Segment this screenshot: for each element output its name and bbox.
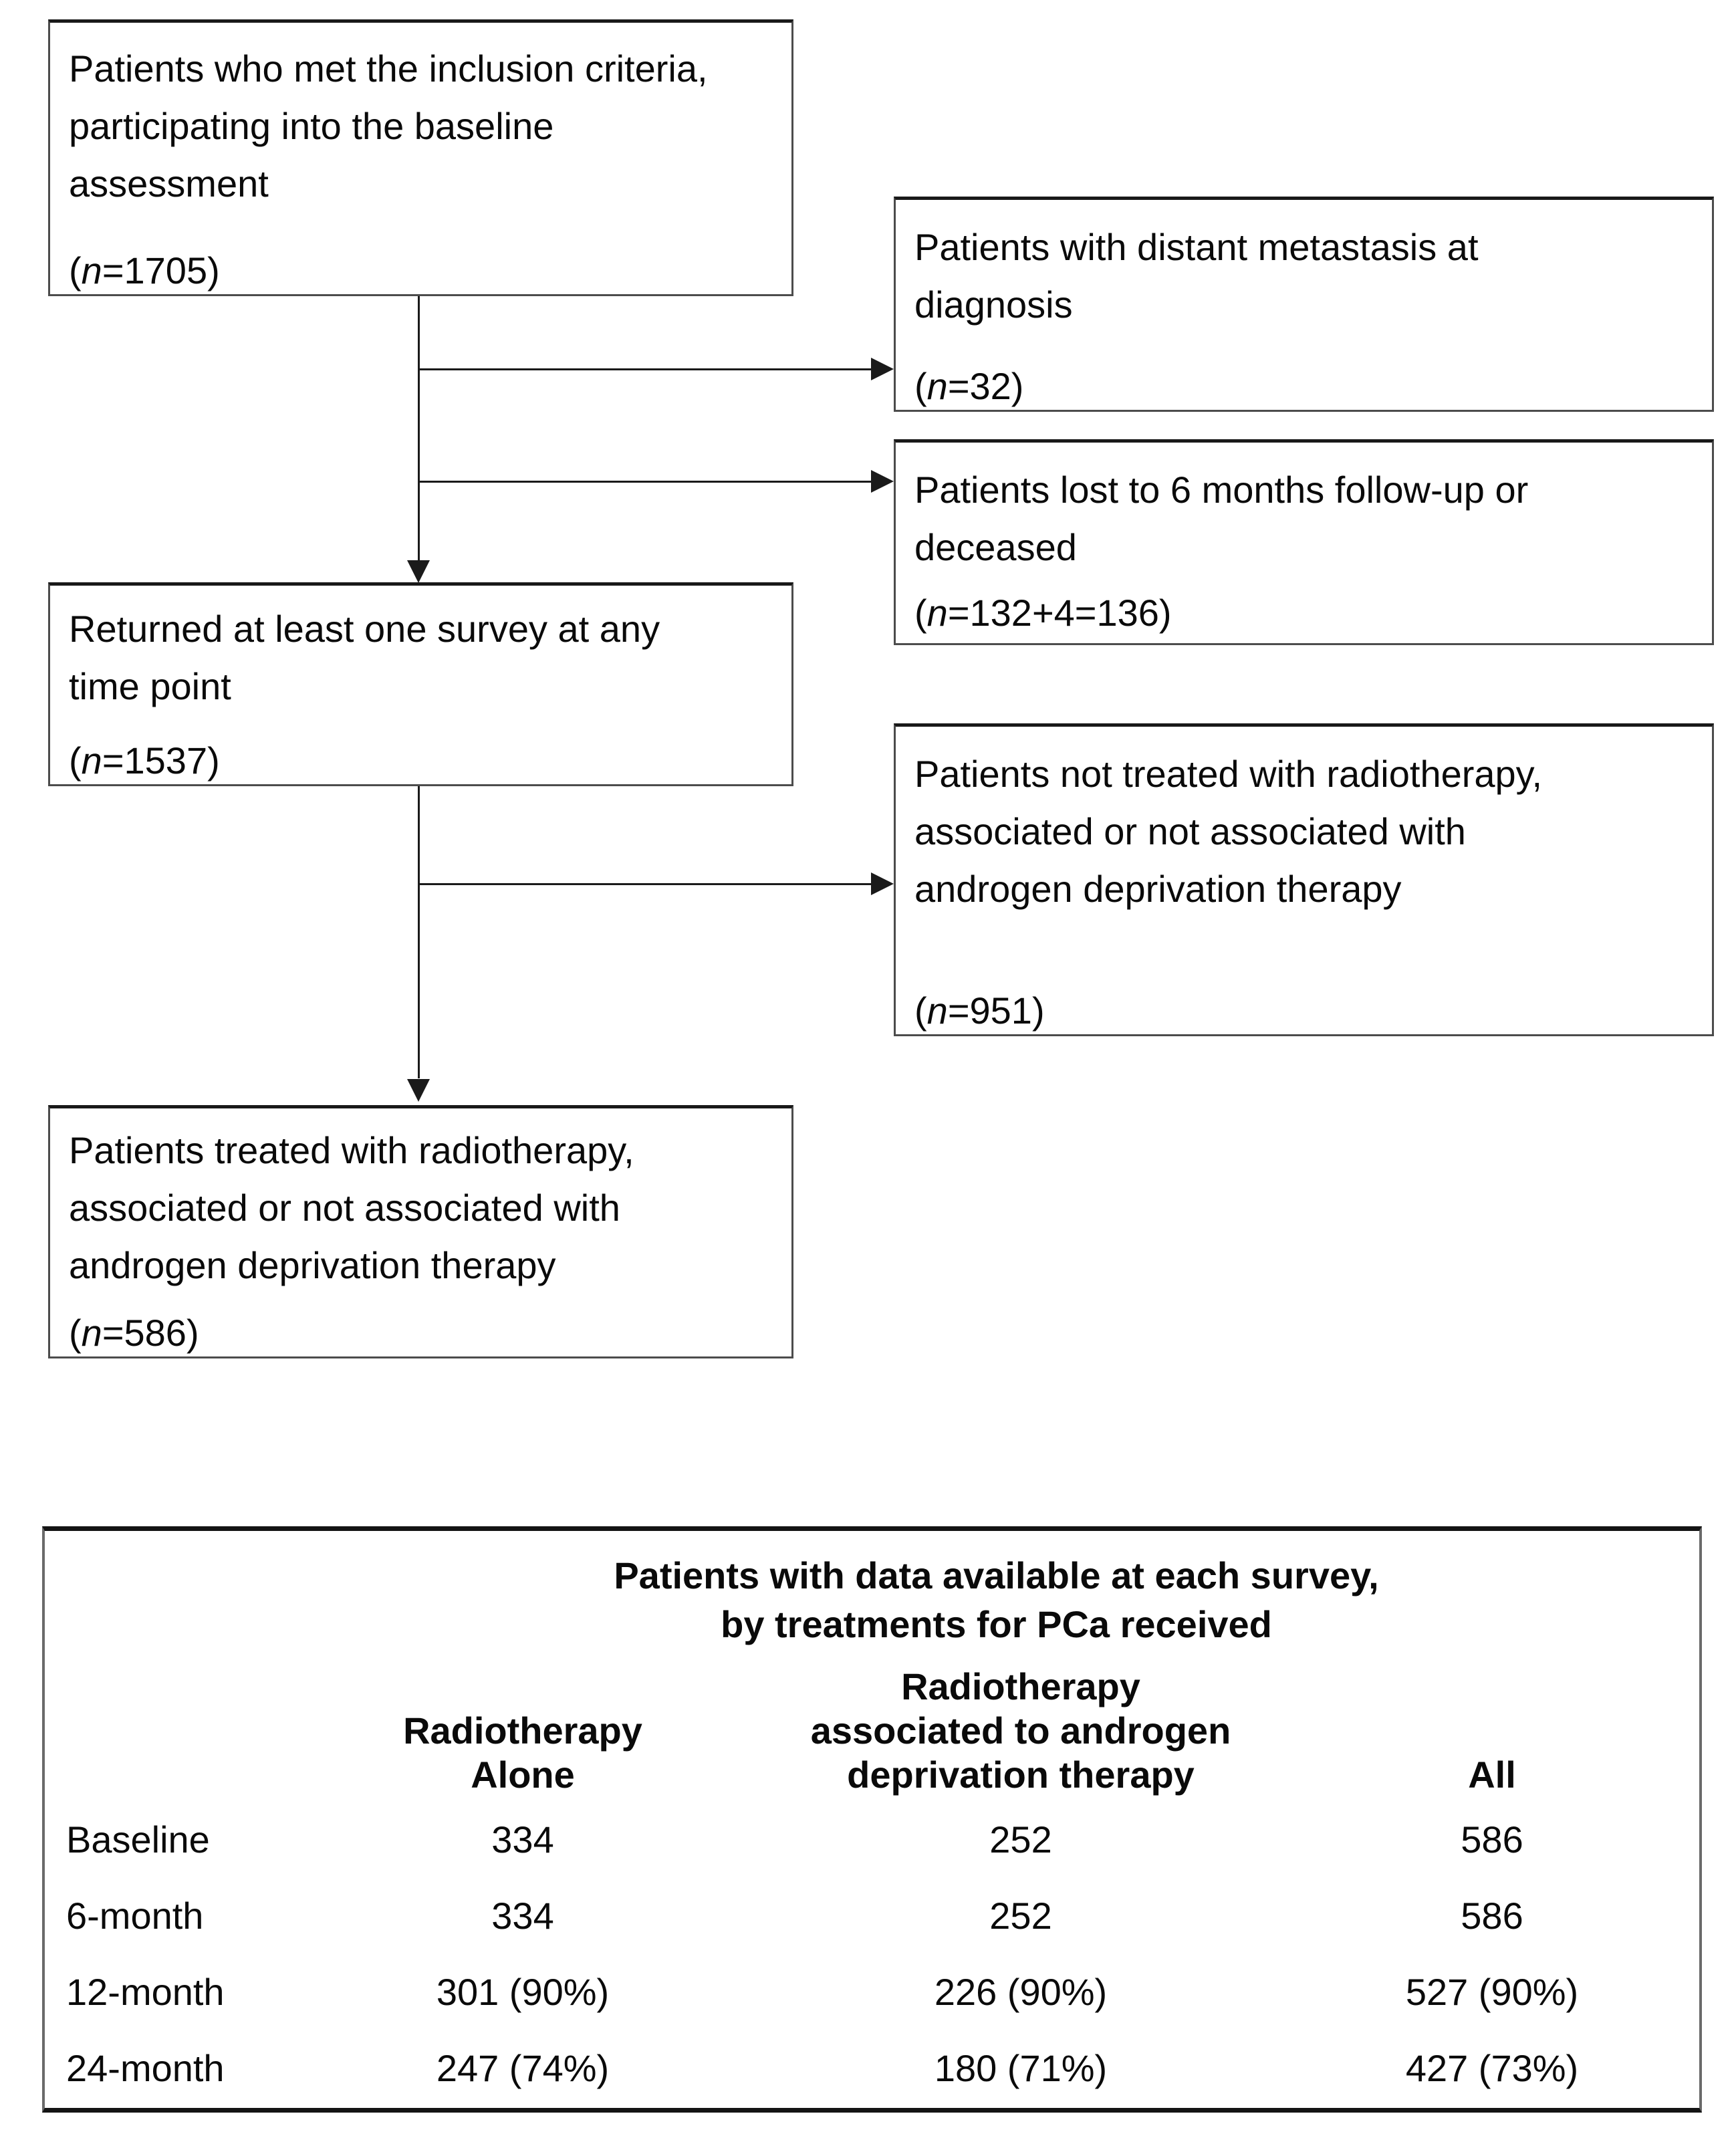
cell-rt-alone: 301 (90%) (436, 1970, 610, 2013)
cell-rt-adt: 226 (90%) (934, 1970, 1108, 2013)
connector-line-vertical-1 (418, 296, 420, 562)
table-row-12-month: 12-month 301 (90%) 226 (90%) 527 (90%) (45, 1953, 1699, 2030)
flow-box-returned-survey: Returned at least one survey at any time… (48, 582, 793, 786)
row-label: Baseline (66, 1818, 210, 1861)
count-open-paren: ( (914, 989, 927, 1032)
count-open-paren: ( (914, 592, 927, 634)
count-n-symbol: n (926, 592, 948, 634)
flow-box-included-count: (n=1705) (69, 242, 765, 300)
flow-box-metastasis-count: (n=32) (914, 358, 1692, 415)
flow-box-lost-followup: Patients lost to 6 months follow-up or d… (894, 439, 1714, 645)
count-value: =1537) (102, 739, 220, 782)
table-row-baseline: Baseline 334 252 586 (45, 1801, 1699, 1877)
col-header-all: All (1468, 1754, 1516, 1796)
cell-rt-adt: 180 (71%) (934, 2046, 1108, 2089)
count-open-paren: ( (69, 249, 82, 291)
count-value: =586) (102, 1312, 199, 1354)
flow-box-not-treated-radiotherapy: Patients not treated with radiotherapy, … (894, 723, 1714, 1036)
cell-all: 586 (1461, 1894, 1523, 1937)
flow-box-treated-radiotherapy-text: Patients treated with radiotherapy, asso… (69, 1129, 634, 1286)
cell-rt-alone: 247 (74%) (436, 2046, 610, 2089)
arrow-right-icon (871, 470, 894, 493)
flow-box-returned-survey-count: (n=1537) (69, 732, 765, 790)
cell-rt-alone: 334 (491, 1894, 554, 1937)
table-body: Baseline 334 252 586 6-month 334 252 586… (45, 1801, 1699, 2106)
count-value: =951) (947, 989, 1045, 1032)
table-row-24-month: 24-month 247 (74%) 180 (71%) 427 (73%) (45, 2030, 1699, 2106)
connector-line-vertical-2 (418, 786, 420, 1078)
count-open-paren: ( (69, 1312, 82, 1354)
flow-box-not-treated-radiotherapy-count: (n=951) (914, 982, 1692, 1040)
flow-box-returned-survey-text: Returned at least one survey at any time… (69, 608, 660, 707)
col-header-radiotherapy-adt: Radiotherapy associated to androgen depr… (810, 1665, 1231, 1796)
flow-box-metastasis: Patients with distant metastasis at diag… (894, 197, 1714, 412)
count-value: =32) (947, 365, 1024, 407)
flow-box-treated-radiotherapy: Patients treated with radiotherapy, asso… (48, 1105, 793, 1358)
flow-box-not-treated-radiotherapy-text: Patients not treated with radiotherapy, … (914, 753, 1543, 910)
arrow-down-icon (407, 1079, 430, 1102)
table-title: Patients with data available at each sur… (614, 1554, 1379, 1645)
arrow-right-icon (871, 872, 894, 895)
count-n-symbol: n (81, 1312, 102, 1354)
flow-box-included-text: Patients who met the inclusion criteria,… (69, 47, 708, 205)
cell-rt-adt: 252 (989, 1818, 1052, 1861)
flow-box-lost-followup-text: Patients lost to 6 months follow-up or d… (914, 469, 1529, 568)
count-n-symbol: n (926, 365, 948, 407)
row-label: 6-month (66, 1894, 204, 1937)
count-n-symbol: n (81, 249, 102, 291)
col-header-radiotherapy-alone: Radiotherapy Alone (403, 1709, 642, 1796)
cell-all: 586 (1461, 1818, 1523, 1861)
cell-rt-adt: 252 (989, 1894, 1052, 1937)
row-label: 12-month (66, 1970, 225, 2013)
flow-box-metastasis-text: Patients with distant metastasis at diag… (914, 226, 1479, 326)
flow-box-lost-followup-count: (n=132+4=136) (914, 584, 1692, 642)
arrow-right-icon (871, 358, 894, 380)
cell-all: 527 (90%) (1405, 1970, 1579, 2013)
flow-box-treated-radiotherapy-count: (n=586) (69, 1304, 765, 1362)
connector-line-to-lost-followup (418, 481, 872, 483)
row-label: 24-month (66, 2046, 225, 2089)
count-n-symbol: n (81, 739, 102, 782)
table-row-6-month: 6-month 334 252 586 (45, 1877, 1699, 1953)
connector-line-to-not-treated (418, 883, 872, 885)
flow-box-included: Patients who met the inclusion criteria,… (48, 19, 793, 296)
summary-table: Patients with data available at each sur… (42, 1526, 1702, 2113)
count-open-paren: ( (914, 365, 927, 407)
count-open-paren: ( (69, 739, 82, 782)
count-n-symbol: n (926, 989, 948, 1032)
cell-rt-alone: 334 (491, 1818, 554, 1861)
count-value: =132+4=136) (947, 592, 1172, 634)
count-value: =1705) (102, 249, 220, 291)
arrow-down-icon (407, 560, 430, 583)
cell-all: 427 (73%) (1405, 2046, 1579, 2089)
connector-line-to-metastasis (418, 368, 872, 370)
table-header-row: Radiotherapy Alone Radiotherapy associat… (45, 1665, 1699, 1797)
